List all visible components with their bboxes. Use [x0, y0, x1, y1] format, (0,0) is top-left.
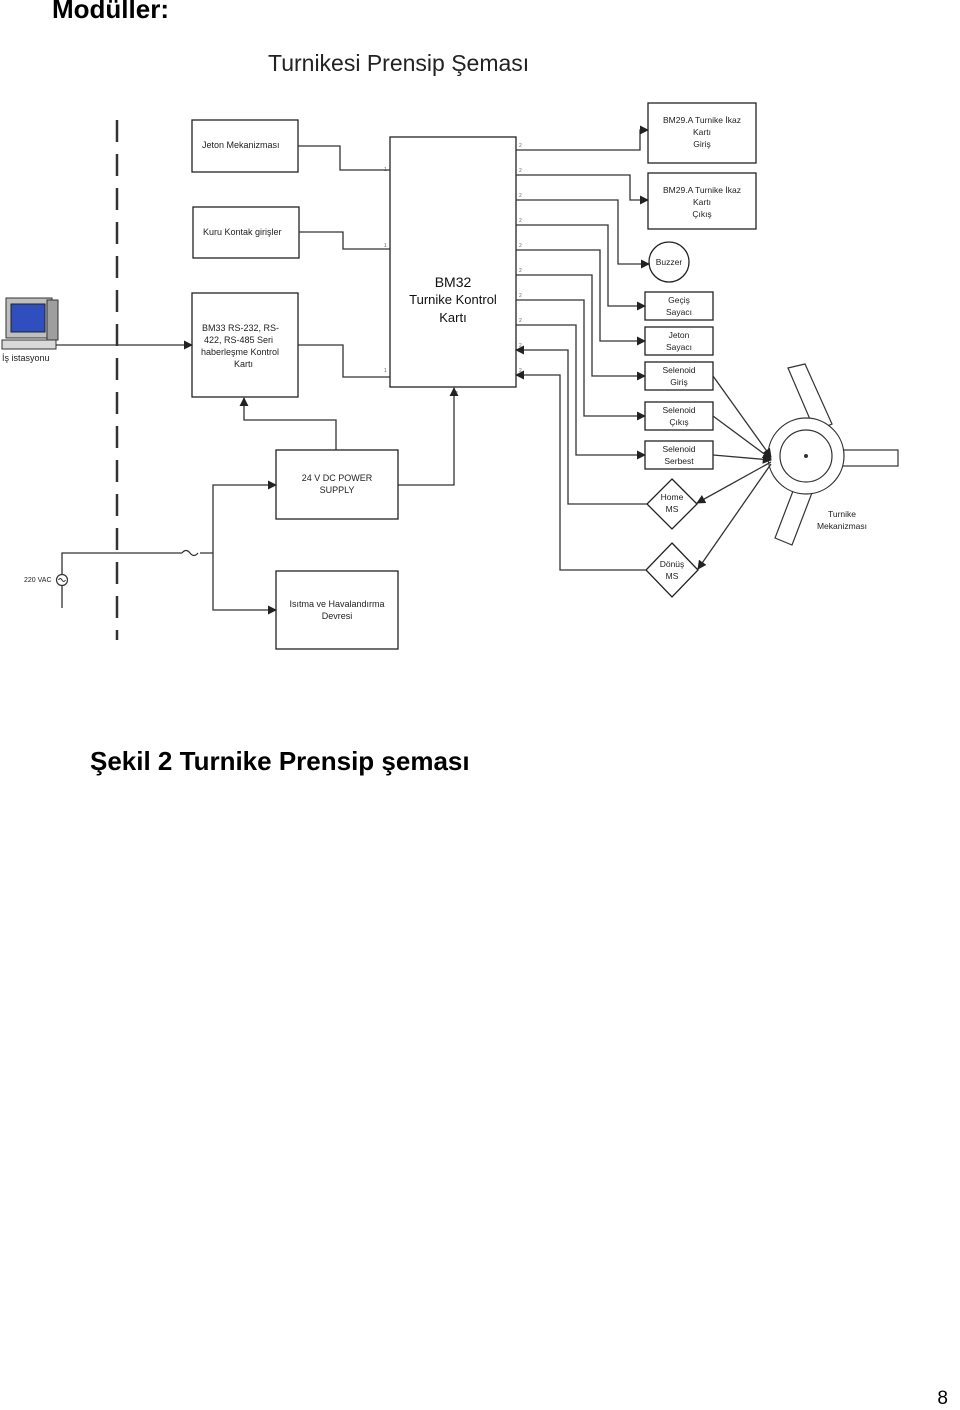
jeton-counter-box [644, 326, 714, 356]
solenoid-entry-line-2: Giriş [670, 377, 687, 387]
svg-text:2: 2 [519, 143, 522, 149]
return-ms-line-1: Dönüş [660, 559, 685, 569]
bm32-title-line-2: Turnike Kontrol [409, 292, 497, 307]
wire-home-ms-to-bm32 [515, 345, 647, 505]
bm33-label-line-2: 422, RS-485 Seri [204, 335, 273, 345]
warning-entry-line-3: Giriş [693, 139, 710, 149]
svg-text:2: 2 [519, 193, 522, 199]
jeton-counter-line-2: Sayacı [666, 342, 692, 352]
svg-text:2: 2 [519, 218, 522, 224]
arrow-mechanism-to-home-ms [696, 461, 772, 504]
mechanism-label-line-1: Turnike [828, 509, 856, 519]
home-ms-line-2: MS [666, 504, 679, 514]
solenoid-exit-line-1: Selenoid [662, 405, 695, 415]
arrow-solenoid-free-to-mechanism [712, 454, 772, 464]
wire-psu-to-bm32 [398, 387, 459, 486]
home-ms-line-1: Home [661, 492, 684, 502]
figure-caption: Şekil 2 Turnike Prensip şeması [90, 746, 470, 776]
buzzer-label: Buzzer [656, 257, 683, 267]
heater-label-line-1: Isıtma ve Havalandırma [289, 599, 384, 609]
wire-bm32-to-jeton-counter [516, 249, 646, 346]
jeton-mechanism-box [191, 119, 299, 173]
power-supply-box [275, 449, 399, 520]
page-heading: Modüller: [52, 0, 169, 24]
wire-return-ms-to-bm32 [515, 370, 646, 571]
wire-bm32-to-solenoid-exit [516, 299, 646, 421]
svg-text:2: 2 [455, 391, 458, 397]
wire-bm32-to-solenoid-free [516, 324, 646, 460]
svg-text:2: 2 [519, 368, 522, 374]
power-supply-label-line-2: SUPPLY [320, 485, 355, 495]
wire-bm32-to-warning-entry [516, 125, 649, 151]
wire-bm32-to-buzzer [516, 199, 650, 269]
wire-bm32-to-warning-exit [516, 174, 649, 205]
svg-text:2: 2 [519, 243, 522, 249]
warning-exit-line-2: Kartı [693, 197, 711, 207]
svg-text:2: 2 [519, 343, 522, 349]
solenoid-entry-line-1: Selenoid [662, 365, 695, 375]
warning-exit-line-1: BM29.A Turnike İkaz [663, 185, 741, 195]
bm32-title-line-1: BM32 [435, 274, 472, 290]
svg-text:2: 2 [519, 293, 522, 299]
warning-entry-line-2: Kartı [693, 127, 711, 137]
return-ms-diamond [645, 542, 699, 598]
dry-contact-inputs-box [192, 206, 300, 259]
power-supply-label-line-1: 24 V DC POWER [302, 473, 373, 483]
warning-exit-line-3: Çıkış [692, 209, 711, 219]
jeton-counter-line-1: Jeton [669, 330, 690, 340]
solenoid-exit-line-2: Çıkış [669, 417, 688, 427]
wire-bm32-to-solenoid-entry [516, 274, 646, 381]
turnstile-mechanism-icon [767, 363, 899, 546]
home-ms-diamond [646, 478, 698, 530]
heater-label-line-2: Devresi [322, 611, 353, 621]
diagram-title: Turnikesi Prensip Şeması [268, 50, 529, 76]
return-ms-line-2: MS [666, 571, 679, 581]
fuse-symbol [181, 549, 199, 557]
wire-kontak-to-bm32 [299, 231, 390, 250]
wire-psu-to-bm33 [239, 397, 337, 450]
wire-ac-main [61, 552, 213, 580]
wire-ac-to-psu [212, 480, 277, 553]
warning-entry-line-1: BM29.A Turnike İkaz [663, 115, 741, 125]
turnstile-principle-diagram: Turnikesi Prensip Şeması İş istasyonu Je… [1, 50, 899, 650]
bm32-control-card-box [389, 136, 517, 388]
wire-bm32-to-passage-counter [516, 224, 646, 311]
solenoid-exit-box [644, 401, 714, 431]
ac-source-icon [55, 573, 69, 587]
arrow-mechanism-to-return-ms [697, 463, 772, 570]
arrow-solenoid-exit-to-mechanism [712, 415, 772, 460]
bm33-label-line-4: Kartı [234, 359, 253, 369]
jeton-mechanism-label: Jeton Mekanizması [202, 140, 280, 150]
svg-text:2: 2 [519, 318, 522, 324]
bm33-serial-card-box [191, 292, 299, 398]
workstation-label: İş istasyonu [2, 353, 50, 363]
passage-counter-box [644, 291, 714, 321]
bm33-label-line-3: haberleşme Kontrol [201, 347, 279, 357]
computer-icon [1, 297, 59, 350]
bm32-title-line-3: Kartı [439, 310, 466, 325]
mechanism-label-line-2: Mekanizması [817, 521, 867, 531]
solenoid-free-line-2: Serbest [664, 456, 694, 466]
bm33-label-line-1: BM33 RS-232, RS- [202, 323, 279, 333]
page-number: 8 [937, 1388, 948, 1409]
passage-counter-line-1: Geçiş [668, 295, 690, 305]
svg-text:1: 1 [384, 368, 387, 374]
svg-text:2: 2 [519, 168, 522, 174]
wire-bm33-to-bm32 [298, 344, 390, 378]
heating-ventilation-box [275, 570, 399, 650]
solenoid-entry-box [644, 361, 714, 391]
arrow-solenoid-entry-to-mechanism [712, 375, 772, 458]
svg-text:1: 1 [384, 243, 387, 249]
wire-ac-to-heater [212, 553, 277, 615]
solenoid-free-line-1: Selenoid [662, 444, 695, 454]
dry-contact-inputs-label: Kuru Kontak girişler [203, 227, 282, 237]
svg-text:2: 2 [519, 268, 522, 274]
wire-jeton-to-bm32 [298, 145, 390, 171]
passage-counter-line-2: Sayacı [666, 307, 692, 317]
warning-card-exit-box [647, 172, 757, 230]
warning-card-entry-box [647, 102, 757, 164]
ac-voltage-label: 220 VAC [24, 577, 52, 584]
